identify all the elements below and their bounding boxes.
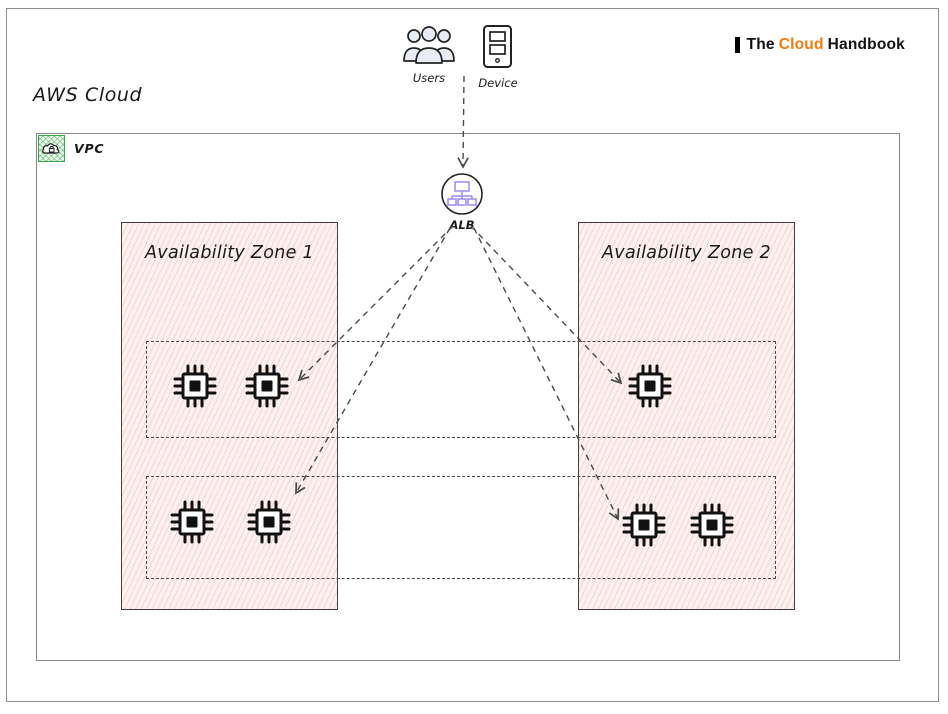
az2-top-instances — [627, 363, 673, 409]
alb-icon — [439, 173, 485, 221]
az1-top-instances — [172, 363, 290, 409]
vpc-label: VPC — [74, 141, 105, 156]
brand-highlight: Cloud — [778, 36, 824, 53]
users-group: Users — [398, 25, 460, 85]
ec2-instance-icon — [621, 502, 667, 548]
az1-bottom-instances — [169, 499, 292, 545]
ec2-instance-icon — [627, 363, 673, 409]
alb-group: ALB — [439, 171, 485, 232]
brand-suffix: Handbook — [827, 36, 905, 53]
vpc-icon — [38, 135, 65, 162]
ec2-instance-icon — [689, 502, 735, 548]
availability-zone-2: Availability Zone 2 — [578, 222, 795, 610]
subnet-row-top — [146, 341, 776, 438]
availability-zone-1-label: Availability Zone 1 — [145, 243, 314, 263]
aws-cloud-title: AWS Cloud — [33, 84, 143, 106]
users-label: Users — [412, 71, 446, 85]
brand-prefix: The — [746, 36, 775, 53]
brand-bar-icon — [734, 37, 740, 53]
ec2-instance-icon — [169, 499, 215, 545]
page-frame — [6, 8, 939, 702]
vpc-tag: VPC — [38, 135, 104, 162]
subnet-row-bottom — [146, 476, 776, 579]
device-label: Device — [478, 76, 518, 90]
ec2-instance-icon — [246, 499, 292, 545]
users-icon — [400, 26, 458, 69]
alb-label: ALB — [449, 218, 475, 232]
ec2-instance-icon — [172, 363, 218, 409]
device-group: Device — [478, 24, 518, 90]
device-icon — [481, 25, 515, 74]
az2-bottom-instances — [621, 502, 735, 548]
ec2-instance-icon — [244, 363, 290, 409]
brand-logo: The Cloud Handbook — [734, 36, 905, 54]
availability-zone-2-label: Availability Zone 2 — [602, 243, 771, 263]
